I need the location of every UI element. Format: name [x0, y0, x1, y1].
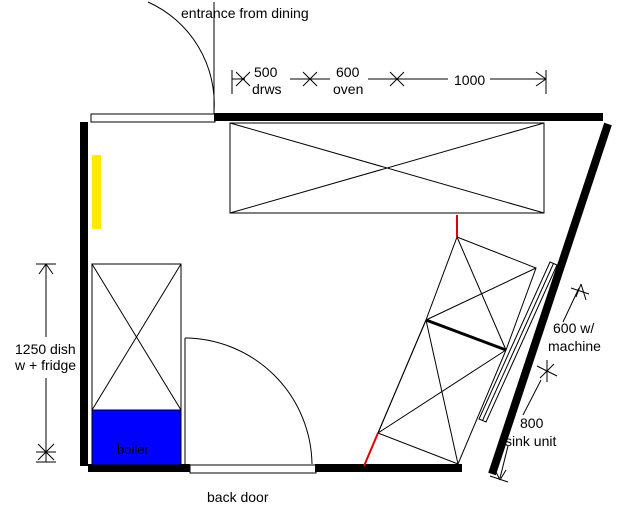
right-dim-line-machine — [562, 287, 580, 323]
top-counter-box — [229, 122, 545, 214]
top-dim-tick-3b — [389, 71, 405, 87]
back-door-opening — [189, 464, 317, 474]
dim-counter-value: 1000 — [454, 72, 485, 88]
top-dim-tick-1b — [235, 71, 251, 87]
dim-drws-value: 500 — [254, 64, 278, 80]
dim-machine-line1: 600 w/ — [553, 320, 594, 336]
dim-machine-line2: machine — [548, 338, 601, 354]
top-dim-tick-4b — [535, 78, 547, 87]
sink-cross-c — [377, 319, 427, 434]
walls — [80, 113, 612, 476]
top-dim-tick-4a — [535, 71, 547, 80]
right-dim-line-sink — [522, 379, 542, 416]
yellow-marker — [92, 155, 101, 229]
unit-divider — [425, 318, 507, 352]
right-dim-arrow-bottom-a — [493, 467, 501, 481]
right-dim-line-sink-b — [499, 445, 509, 479]
diagonal-units — [363, 215, 537, 467]
dish-fridge-unit — [91, 263, 182, 411]
window — [478, 261, 558, 423]
back-door: back door — [184, 337, 317, 505]
right-dimension: 600 w/ machine 800 sink unit — [489, 283, 601, 483]
boiler-box — [91, 409, 182, 466]
top-dimension: 500 drws 600 oven 1000 — [231, 64, 547, 97]
boiler-unit: boiler — [91, 409, 182, 466]
dim-oven-unit: oven — [333, 81, 363, 97]
top-counter — [229, 122, 545, 214]
dim-sink-line2: sink unit — [505, 433, 556, 449]
right-dim-arrow-bottom-b — [499, 469, 507, 481]
right-dim-arrow-top-b — [580, 283, 587, 301]
dim-dish-line1: 1250 dish — [15, 341, 76, 357]
dim-oven-value: 600 — [336, 64, 360, 80]
dish-fridge-cross-b — [91, 263, 182, 411]
back-door-label: back door — [207, 489, 269, 505]
dim-drws-unit: drws — [252, 81, 282, 97]
left-dimension: 1250 dish w + fridge — [14, 263, 76, 463]
entrance-label: entrance from dining — [181, 5, 309, 21]
entrance-opening — [90, 113, 216, 123]
top-dim-tick-2b — [302, 71, 318, 87]
left-dim-arrow-top-b — [45, 263, 54, 275]
entrance-door: entrance from dining — [90, 1, 309, 123]
left-dim-arrow-top-a — [38, 263, 47, 275]
left-dim-tick-b — [37, 443, 55, 461]
right-dim-ext-top — [570, 287, 590, 295]
entrance-door-swing — [147, 1, 215, 113]
dim-sink-line1: 800 — [520, 415, 544, 431]
dim-dish-line2: w + fridge — [14, 357, 76, 373]
window-glass-line — [482, 263, 554, 421]
wall-right-diagonal — [488, 122, 612, 476]
right-dim-arrow-top-a — [575, 283, 582, 298]
top-counter-cross-b — [229, 122, 545, 214]
sink-cross-b — [377, 349, 507, 434]
red-marker-bottom — [363, 432, 379, 467]
back-door-swing — [184, 337, 313, 465]
machine-cross-b — [425, 267, 537, 321]
boiler-label: boiler — [117, 442, 149, 457]
